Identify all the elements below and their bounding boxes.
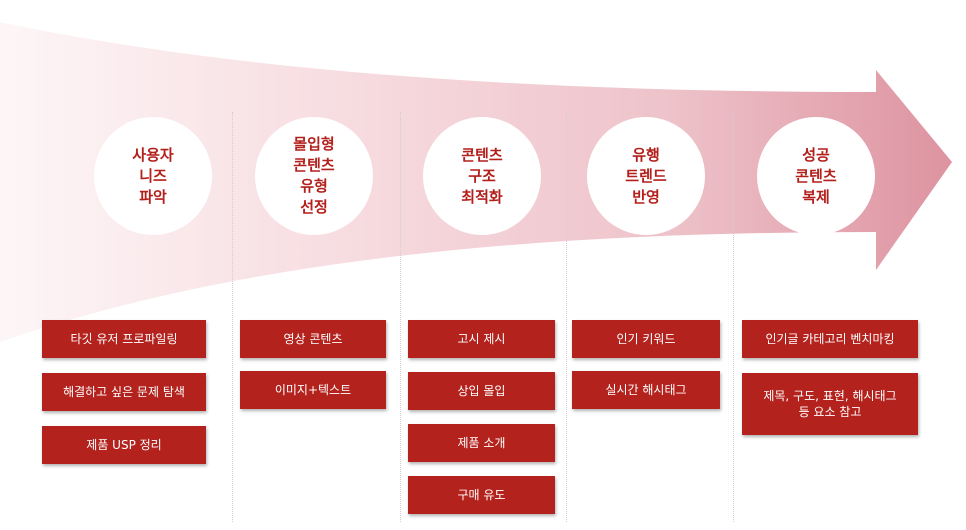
stage-5-item: 인기글 카테고리 벤치마킹 <box>742 320 918 358</box>
stage-3-item: 제품 소개 <box>408 424 555 462</box>
stage-3-item: 구매 유도 <box>408 476 555 514</box>
divider-3 <box>566 112 567 522</box>
divider-4 <box>733 112 734 522</box>
stage-1-item: 타깃 유저 프로파일링 <box>42 320 206 358</box>
stage-1-circle: 사용자 니즈 파악 <box>94 117 212 235</box>
stage-5-item: 제목, 구도, 표현, 해시태그 등 요소 참고 <box>742 373 918 435</box>
stage-2-circle: 몰입형 콘텐츠 유형 선정 <box>255 117 373 235</box>
stage-4-item: 실시간 해시태그 <box>572 371 720 409</box>
stage-2-item: 이미지+텍스트 <box>240 371 386 409</box>
stage-2-item: 영상 콘텐츠 <box>240 320 386 358</box>
stage-4-item: 인기 키워드 <box>572 320 720 358</box>
stage-4-circle: 유행 트렌드 반영 <box>587 117 705 235</box>
divider-1 <box>232 112 233 522</box>
stage-5-circle: 성공 콘텐츠 복제 <box>757 117 875 235</box>
stage-3-circle: 콘텐츠 구조 최적화 <box>423 117 541 235</box>
divider-2 <box>400 112 401 522</box>
stage-3-item: 고시 제시 <box>408 320 555 358</box>
stage-3-item: 상입 몰입 <box>408 372 555 410</box>
stage-1-item: 제품 USP 정리 <box>42 426 206 464</box>
stage-1-item: 해결하고 싶은 문제 탐색 <box>42 373 206 411</box>
